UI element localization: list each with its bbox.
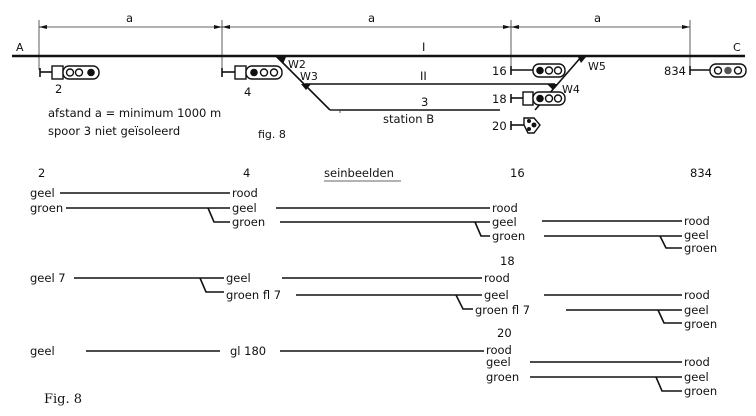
dimension-a-1: a [126, 11, 133, 25]
track-1-label: I [422, 40, 425, 54]
aspect-lines-16 [60, 192, 682, 249]
signal-834 [689, 63, 747, 78]
switch-w2-marker [276, 57, 286, 64]
tracks [12, 54, 745, 113]
endpoint-c: C [733, 41, 741, 54]
station-label: station B [383, 112, 434, 126]
signal-16 [510, 63, 566, 78]
column-2: 2 [38, 166, 45, 180]
column-4: 4 [243, 166, 250, 180]
aspects-title: seinbeelden [324, 166, 394, 180]
aspect-834-groen: groen [684, 241, 717, 255]
aspect-4-groen: groen [232, 215, 265, 229]
aspect-4-geel: geel [232, 201, 257, 215]
signal-20-label: 20 [492, 119, 507, 133]
signal-20 [510, 117, 541, 134]
aspect-4-gl-180: gl 180 [230, 344, 266, 358]
aspect-2-geel: geel [30, 186, 55, 200]
switch-w4-marker [547, 84, 557, 90]
dimension-a-3: a [594, 11, 601, 25]
aspect-20-geel: geel [486, 355, 511, 369]
aspect-4-groen-fl-7: groen fl 7 [226, 288, 281, 302]
signal-18 [510, 91, 566, 106]
dimension-lines [38, 20, 691, 70]
signal-16-label: 16 [492, 64, 507, 78]
endpoint-a: A [16, 41, 24, 54]
aspect-18-groen-fl-7: groen fl 7 [475, 303, 530, 317]
aspect-834-geel: geel [684, 303, 709, 317]
switch-w5-marker [578, 57, 586, 63]
aspect-4-rood: rood [232, 186, 258, 200]
column-16: 16 [510, 166, 525, 180]
signal-4 [221, 65, 283, 80]
note-track-3: spoor 3 niet geïsoleerd [48, 124, 180, 138]
column-834: 834 [690, 166, 712, 180]
signal-4-label: 4 [244, 85, 251, 99]
aspect-18-rood: rood [484, 271, 510, 285]
aspect-834-rood: rood [684, 355, 710, 369]
aspect-834-rood: rood [684, 214, 710, 228]
aspect-16-rood: rood [492, 201, 518, 215]
signal-2-label: 2 [55, 82, 62, 96]
aspect-16-groen: groen [492, 229, 525, 243]
group-18-label: 18 [500, 254, 515, 268]
aspect-834-geel: geel [684, 228, 709, 242]
aspect-18-geel: geel [484, 288, 509, 302]
switch-w5-label: W5 [588, 60, 606, 73]
signal-834-label: 834 [664, 64, 686, 78]
aspect-2-geel: geel [30, 344, 55, 358]
dimension-a-2: a [368, 11, 375, 25]
aspect-2-geel-7: geel 7 [30, 271, 66, 285]
switch-w4-label: W4 [562, 83, 580, 96]
aspect-lines-20 [86, 350, 682, 392]
switch-w3-marker [301, 84, 311, 90]
track-3-label: 3 [421, 95, 428, 109]
aspect-834-groen: groen [684, 384, 717, 398]
switch-w2-label: W2 [288, 58, 306, 71]
signal-18-label: 18 [492, 92, 507, 106]
aspect-20-groen: groen [486, 370, 519, 384]
aspect-834-groen: groen [684, 317, 717, 331]
group-20-label: 20 [497, 326, 512, 340]
aspect-2-groen: groen [30, 201, 63, 215]
aspect-834-geel: geel [684, 370, 709, 384]
aspect-20-rood: rood [486, 343, 512, 357]
signal-2 [39, 65, 100, 80]
aspect-lines-18 [74, 277, 682, 324]
fig-label: fig. 8 [258, 128, 286, 141]
track-2-label: II [420, 69, 427, 83]
note-distance: afstand a = minimum 1000 m [48, 106, 221, 120]
figure-caption: Fig. 8 [44, 392, 82, 407]
switch-w3-label: W3 [300, 70, 318, 83]
aspect-4-geel: geel [226, 271, 251, 285]
aspect-16-geel: geel [492, 215, 517, 229]
aspect-834-rood: rood [684, 288, 710, 302]
